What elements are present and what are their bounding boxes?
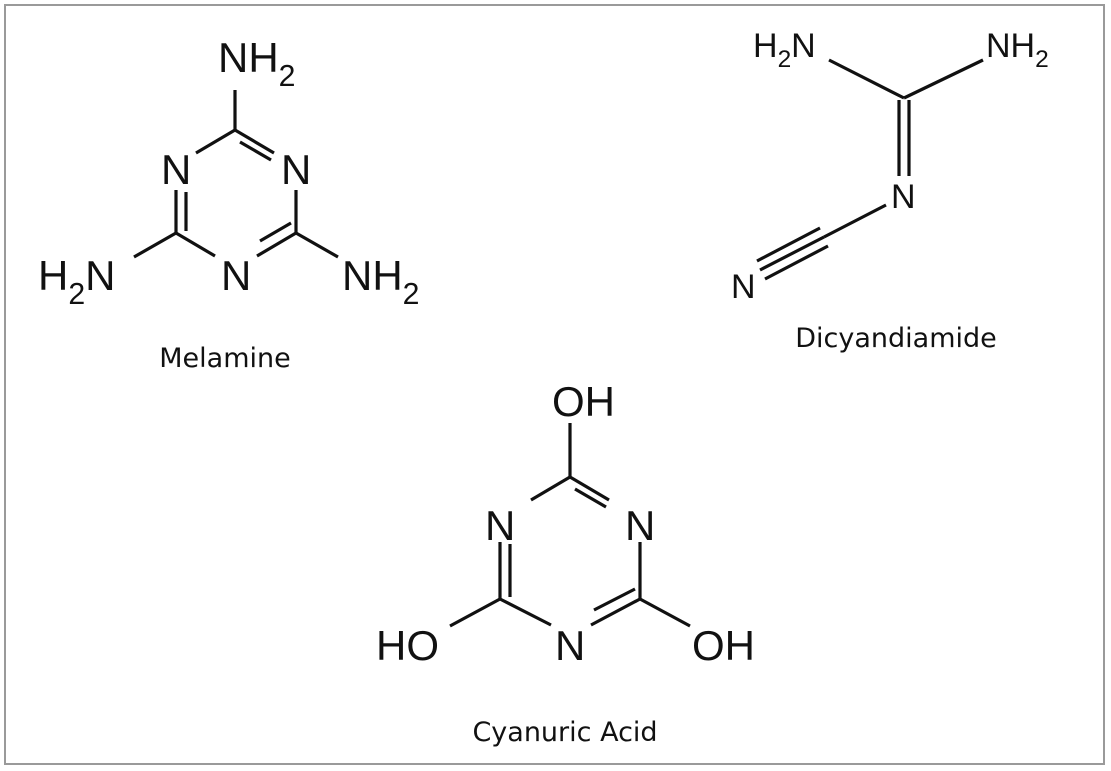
melamine-ring-n-left: N: [161, 146, 191, 193]
melamine-top-amine: NH2: [218, 34, 296, 93]
cyanuric-ring-n-left: N: [485, 502, 515, 549]
melamine-structure: NH2 N N N H2N NH2 Melamine: [38, 34, 420, 374]
dicyandiamide-structure: H2N NH2 N N Dicyandiamide: [731, 27, 1049, 354]
dicyandiamide-nitrile-n: N: [731, 268, 756, 306]
melamine-right-amine: NH2: [342, 252, 420, 311]
melamine-ring-n-right: N: [281, 146, 311, 193]
melamine-left-amine: H2N: [38, 252, 116, 311]
dicyandiamide-left-amine: H2N: [753, 27, 816, 73]
melamine-caption: Melamine: [159, 343, 290, 374]
cyanuric-top-oh: OH: [552, 378, 615, 425]
cyanuric-ring-n-right: N: [625, 502, 655, 549]
cyanuric-ring-n-bottom: N: [555, 622, 585, 669]
figure-frame: [4, 4, 1105, 765]
dicyandiamide-right-amine: NH2: [986, 27, 1049, 73]
dicyandiamide-caption: Dicyandiamide: [795, 323, 997, 354]
cyanuric-right-oh: OH: [692, 622, 755, 669]
cyanuric-acid-structure: OH N N N HO OH Cyanuric Acid: [376, 378, 755, 748]
cyanuric-left-oh: HO: [376, 622, 439, 669]
melamine-ring-n-bottom: N: [221, 252, 251, 299]
dicyandiamide-imine-n: N: [891, 178, 916, 216]
cyanuric-acid-caption: Cyanuric Acid: [472, 717, 657, 748]
